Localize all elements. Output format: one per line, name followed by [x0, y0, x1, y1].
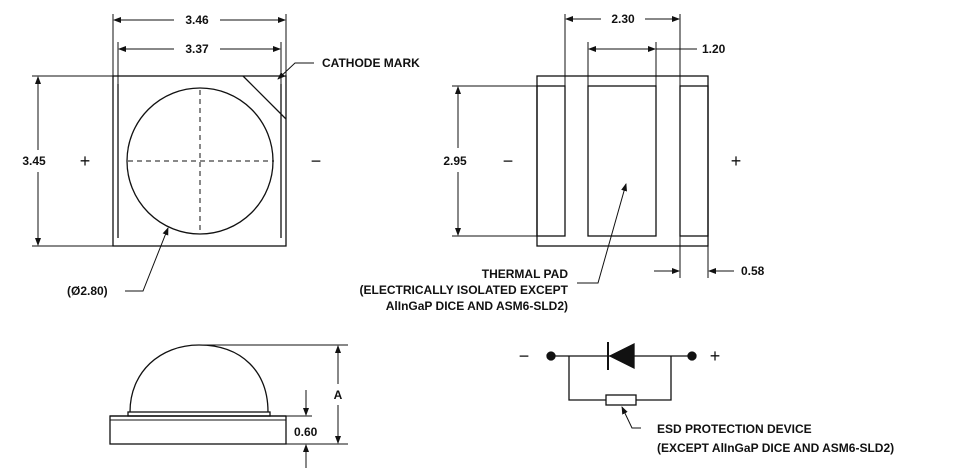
pad-right [679, 85, 709, 237]
diode-symbol [608, 342, 635, 370]
schematic-wire-bottom [568, 356, 606, 401]
schematic-minus-symbol: − [519, 346, 530, 366]
dim-center-pad-width: 1.20 [702, 42, 726, 56]
leader-esd [621, 406, 641, 429]
dim-width-inner: 3.37 [185, 42, 209, 56]
esd-label-line1: ESD PROTECTION DEVICE [657, 422, 812, 436]
cathode-minus-symbol: − [311, 151, 322, 171]
side-dome [129, 344, 269, 413]
dim-pad-span: 2.30 [611, 12, 635, 26]
schematic [546, 342, 697, 429]
dim-side-pad-width: 0.58 [741, 264, 765, 278]
top-view [32, 14, 314, 292]
cathode-mark-label: CATHODE MARK [322, 56, 420, 70]
dim-a-label: A [334, 388, 343, 402]
package-body-outline [112, 75, 287, 247]
anode-plus-symbol: + [80, 151, 91, 171]
thermal-pad-center [587, 85, 657, 237]
leader-cathode-mark [277, 62, 314, 80]
lens-diameter-label: (Ø2.80) [67, 284, 108, 298]
dim-bottom-height: 2.95 [443, 154, 467, 168]
bottom-minus-symbol: − [503, 151, 514, 171]
schematic-plus-symbol: + [710, 346, 721, 366]
bottom-view [452, 14, 734, 284]
thermal-pad-label-line1: THERMAL PAD [482, 267, 569, 281]
bottom-plus-symbol: + [731, 151, 742, 171]
dim-height: 3.45 [22, 154, 46, 168]
node-left [546, 351, 556, 361]
bottom-body-outline [536, 75, 709, 247]
pad-left [536, 85, 566, 237]
side-base-cap [127, 411, 271, 417]
leader-thermal-pad [577, 183, 627, 284]
thermal-pad-label-line3: AlInGaP DICE AND ASM6-SLD2) [386, 299, 568, 313]
esd-label-line2: (EXCEPT AlInGaP DICE AND ASM6-SLD2) [657, 441, 894, 455]
node-right [687, 351, 697, 361]
dim-base-height: 0.60 [294, 425, 318, 439]
thermal-pad-label-line2: (ELECTRICALLY ISOLATED EXCEPT [360, 283, 569, 297]
esd-device-resistor [605, 394, 637, 406]
dim-width-outer: 3.46 [185, 13, 209, 27]
cathode-mark-line [242, 75, 287, 120]
side-view [109, 344, 348, 468]
leader-lens-diameter [125, 227, 169, 292]
